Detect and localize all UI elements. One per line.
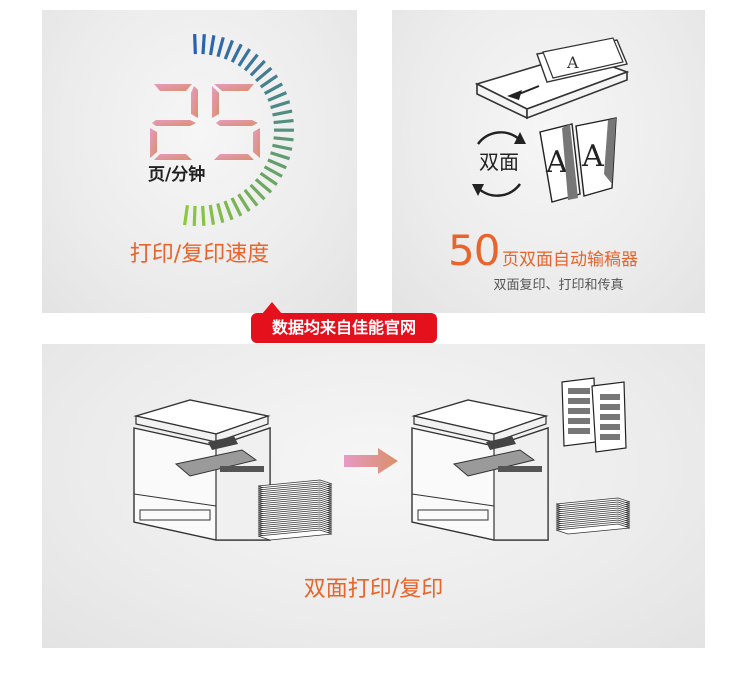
gauge-tick xyxy=(216,36,225,58)
digits-25-icon xyxy=(150,84,260,160)
gauge-tick xyxy=(263,165,283,178)
adf-title: 页双面自动输稿器 xyxy=(502,250,638,270)
gauge-tick xyxy=(230,197,243,217)
paper-stack-before-icon xyxy=(257,479,333,541)
badge-tail xyxy=(262,302,282,314)
gauge-tick xyxy=(272,143,293,151)
duplex-panel: 双面打印/复印 xyxy=(42,344,705,648)
gauge-tick xyxy=(267,158,287,170)
flow-arrow-icon xyxy=(344,448,398,474)
gauge-tick xyxy=(192,205,197,226)
speed-caption: 打印/复印速度 xyxy=(129,242,270,267)
gauge-tick xyxy=(249,183,266,201)
gauge-tick xyxy=(208,204,216,226)
adf-subtitle: 双面复印、打印和传真 xyxy=(493,278,624,293)
adf-panel: A 双面 A A 50 页双面自动输稿器 双面复印、打印和传真 xyxy=(392,10,705,313)
duplex-pages-icon: A A xyxy=(539,117,617,203)
paper-stack-after-icon xyxy=(555,497,631,535)
paper-sheet xyxy=(257,529,333,541)
source-badge: 数据均来自佳能官网 xyxy=(251,313,437,343)
paper-sheet xyxy=(555,523,631,535)
svg-text:A: A xyxy=(545,145,568,180)
duplex-icon-label: 双面 xyxy=(479,150,519,174)
printer-before-icon xyxy=(133,399,271,541)
svg-text:A: A xyxy=(566,53,579,72)
gauge-tick xyxy=(216,202,225,224)
gauge-tick xyxy=(259,74,279,89)
printer-after-icon xyxy=(411,399,549,541)
gauge-tick xyxy=(267,91,288,102)
gauge-tick xyxy=(237,193,251,212)
gauge-tick xyxy=(272,109,293,117)
gauge-tick xyxy=(270,151,291,161)
svg-text:A: A xyxy=(581,139,604,174)
gauge-tick xyxy=(237,48,251,67)
duplex-caption: 双面打印/复印 xyxy=(303,577,444,602)
gauge-tick xyxy=(201,205,206,226)
gauge-tick xyxy=(183,205,190,226)
gauge-tick xyxy=(273,118,294,125)
gauge-tick xyxy=(254,178,273,194)
gauge-tick xyxy=(223,200,234,221)
speed-panel: 页/分钟 打印/复印速度 xyxy=(42,10,357,313)
gauge-tick xyxy=(230,43,243,63)
speed-unit: 页/分钟 xyxy=(148,165,206,185)
speed-gauge-icon xyxy=(183,34,295,226)
duplex-sheets-icon xyxy=(561,377,627,453)
gauge-tick xyxy=(193,34,197,55)
gauge-tick xyxy=(223,39,234,60)
gauge-tick xyxy=(243,188,259,207)
gauge-tick xyxy=(259,171,278,186)
gauge-tick xyxy=(249,59,266,77)
gauge-tick xyxy=(208,35,216,56)
gauge-tick xyxy=(263,82,284,95)
gauge-tick xyxy=(255,66,273,83)
adf-scanner-icon: A xyxy=(474,37,630,120)
adf-capacity-number: 50 xyxy=(448,226,500,275)
gauge-tick xyxy=(273,136,294,142)
gauge-tick xyxy=(243,53,259,72)
gauge-tick xyxy=(270,100,291,110)
duplex-cycle-icon: 双面 xyxy=(472,131,526,197)
gauge-tick xyxy=(201,34,206,55)
